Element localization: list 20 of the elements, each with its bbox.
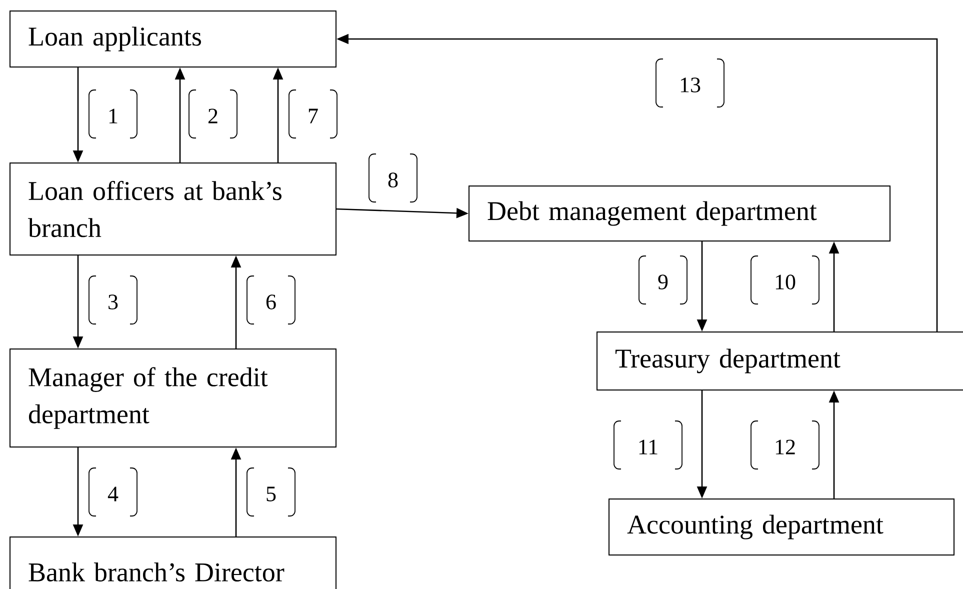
edge-label: 7 bbox=[288, 90, 338, 138]
edge-label: 3 bbox=[88, 276, 138, 324]
edge-label: 12 bbox=[750, 420, 820, 470]
process-box: Loan officers at bank’s branch bbox=[10, 162, 336, 256]
edge-label: 6 bbox=[246, 276, 296, 324]
edge-label: 8 bbox=[368, 154, 418, 202]
edge-label: 11 bbox=[614, 420, 682, 470]
edge-label: 13 bbox=[656, 58, 724, 108]
edge-label: 5 bbox=[246, 468, 296, 516]
edge-label: 4 bbox=[88, 468, 138, 516]
edge-label: 2 bbox=[188, 90, 238, 138]
process-box: Debt management department bbox=[468, 186, 891, 242]
edge-label: 10 bbox=[750, 256, 820, 304]
process-box: Treasury department bbox=[596, 332, 963, 390]
edge-label: 9 bbox=[638, 256, 688, 304]
process-box: Bank branch’s Director bbox=[10, 536, 336, 589]
edge-label: 1 bbox=[88, 90, 138, 138]
process-box: Accounting department bbox=[608, 498, 955, 556]
process-box: Loan applicants bbox=[10, 10, 336, 68]
process-box: Manager of the credit department bbox=[10, 348, 336, 448]
